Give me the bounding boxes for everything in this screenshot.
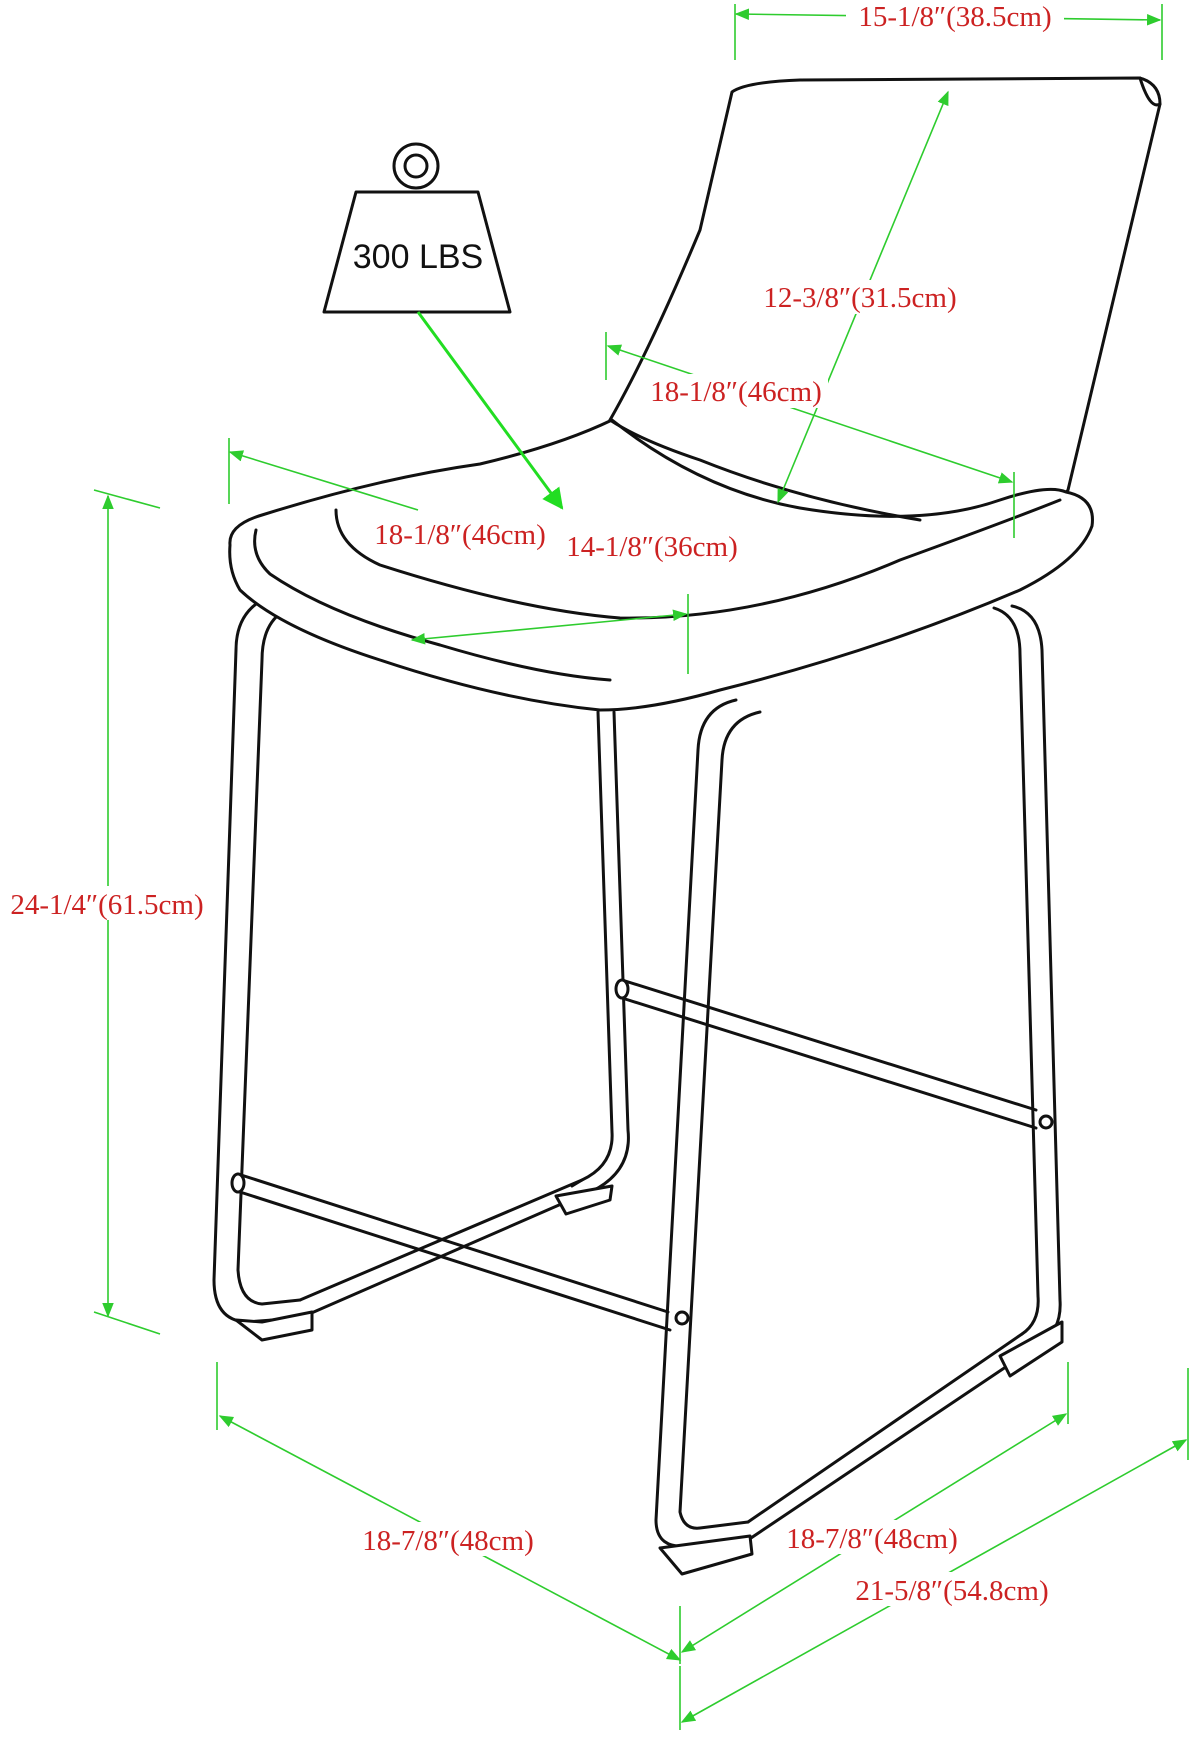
front-crossbar [236,1172,670,1314]
right-base-rail-inner [746,1332,1024,1524]
seat-height-ext-bottom [93,1311,161,1335]
seat-height-ext-top [93,489,161,509]
seat-width-front-line [228,450,419,511]
overall-depth-label-bg [846,1572,1060,1606]
backrest-edge [1138,76,1162,107]
base-depth-label: 18-7/8″(48cm) [786,1523,958,1555]
back-width-label-bg [846,0,1064,32]
rear-left-leg [570,710,614,1188]
seat-depth-label-bg [560,528,746,562]
front-crossbar-lower [238,1190,672,1332]
rear-right-foot-pad [998,1320,1064,1378]
weight-ring-inner [403,153,429,179]
overall-depth-label: 21-5/8″(54.8cm) [855,1575,1048,1607]
left-foot-pad [234,1310,314,1342]
rear-crossbar [620,978,1038,1112]
right-foot-pad [658,1534,754,1576]
rear-crossbar-bolt [1038,1114,1054,1130]
right-base-rail [746,1342,1042,1542]
front-crossbar-bolt [674,1310,690,1326]
back-width-label: 15-1/8″(38.5cm) [858,1,1051,33]
seat-rim-line [253,528,612,682]
weight-ring-outer [392,142,440,190]
seat-width-back-line [606,344,1014,484]
left-base-rail [298,1186,600,1320]
rear-right-leg-inner [992,606,1040,1336]
seat-height-label: 24-1/4″(61.5cm) [10,889,203,921]
front-left-leg [212,598,302,1324]
base-width-label-bg [358,1522,540,1556]
stool-frame [212,598,1064,1576]
rear-left-leg-inner [596,710,630,1190]
weight-icon: 300 LBS [322,142,564,510]
seat-width-back-label: 18-1/8″(46cm) [650,376,822,408]
back-height-label: 12-3/8″(31.5cm) [763,282,956,314]
weight-capacity-label: 300 LBS [353,238,483,276]
seat-depth-label: 14-1/8″(36cm) [566,531,738,563]
rear-crossbar-end [614,978,630,1000]
weight-body [322,190,512,314]
front-crossbar-end [230,1172,246,1194]
seat-height-label-bg [2,886,212,920]
rear-left-foot-pad [554,1184,614,1216]
seat-width-back-label-bg [644,374,828,408]
base-depth-label-bg [782,1520,964,1554]
seat-width-front-label: 18-1/8″(46cm) [374,519,546,551]
weight-arrow [416,311,564,510]
dimension-labels: 15-1/8″(38.5cm) 12-3/8″(31.5cm) 18-1/8″(… [2,0,1064,1607]
rear-crossbar-lower [620,996,1038,1130]
base-width-label: 18-7/8″(48cm) [362,1525,534,1557]
back-height-label-bg [756,280,966,314]
front-left-leg-inner [236,610,302,1306]
seat-depth-line [410,609,688,645]
